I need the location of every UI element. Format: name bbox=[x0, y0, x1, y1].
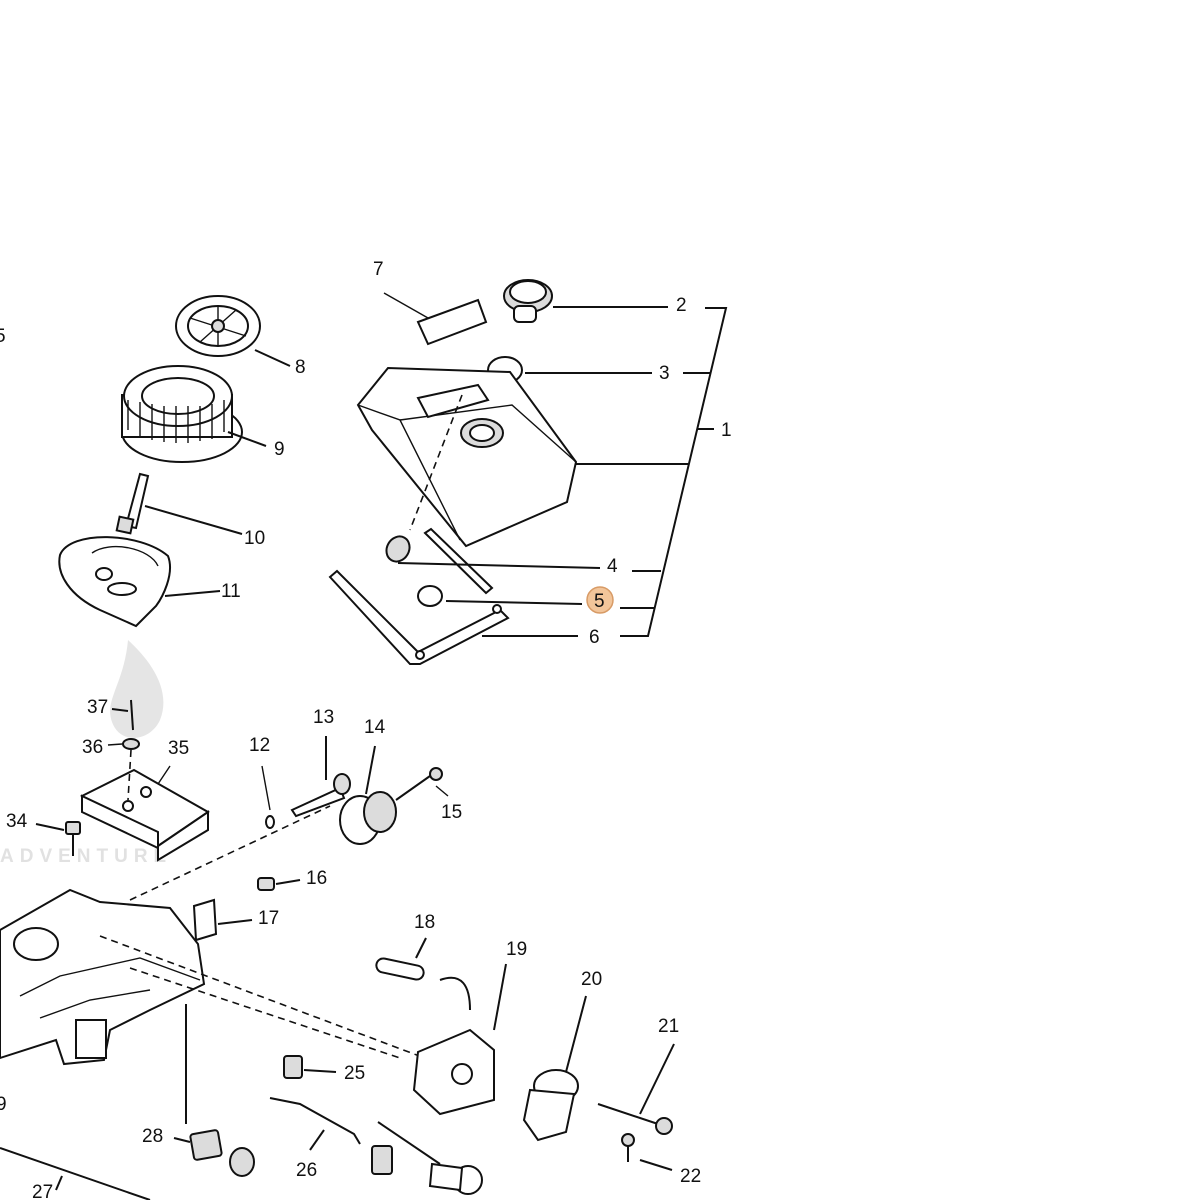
part-20-intake[interactable] bbox=[522, 995, 587, 1142]
part-12-oring[interactable] bbox=[261, 765, 275, 829]
part-5-oring[interactable] bbox=[417, 585, 583, 607]
callout-15: 15 bbox=[441, 802, 462, 823]
part-36-washer[interactable] bbox=[107, 738, 140, 750]
callout-19: 19 bbox=[506, 939, 527, 960]
callout-12: 12 bbox=[249, 735, 270, 756]
part-19-carburetor[interactable] bbox=[412, 963, 507, 1116]
callout-10: 10 bbox=[244, 528, 265, 549]
callout-5: 5 bbox=[594, 591, 605, 612]
callout-7: 7 bbox=[373, 259, 384, 280]
callout-34: 34 bbox=[6, 811, 28, 832]
part-7-label-plate[interactable] bbox=[383, 292, 488, 346]
callout-2: 2 bbox=[676, 295, 687, 316]
part-2-cap[interactable] bbox=[503, 279, 668, 323]
part-35-block[interactable] bbox=[80, 765, 210, 862]
part-8-filter-cover[interactable] bbox=[175, 295, 291, 367]
callout-14: 14 bbox=[364, 717, 386, 738]
part-26-rod[interactable] bbox=[269, 1097, 361, 1151]
part-13-screw[interactable] bbox=[290, 736, 351, 818]
callout-4: 4 bbox=[607, 556, 618, 577]
assembly-bracket bbox=[620, 307, 728, 637]
callout-6: 6 bbox=[589, 627, 600, 648]
callout-22: 22 bbox=[680, 1166, 701, 1187]
part-22-screw[interactable] bbox=[621, 1133, 673, 1171]
callout-edge-left-top: 5 bbox=[0, 326, 6, 347]
part-14-pump[interactable] bbox=[339, 745, 397, 845]
callout-17: 17 bbox=[258, 908, 279, 929]
callout-11: 11 bbox=[221, 581, 241, 602]
callout-3: 3 bbox=[659, 363, 670, 384]
part-21-screw[interactable] bbox=[597, 1043, 675, 1135]
callout-9: 9 bbox=[274, 439, 285, 460]
watermark-text: ADVENTURE bbox=[0, 846, 172, 867]
callout-25: 25 bbox=[344, 1063, 365, 1084]
callout-16: 16 bbox=[306, 868, 327, 889]
callout-13: 13 bbox=[313, 707, 334, 728]
callout-1: 1 bbox=[721, 420, 732, 441]
callout-21: 21 bbox=[658, 1016, 679, 1037]
callout-edge-left-bottom: 9 bbox=[0, 1094, 7, 1115]
part-17-gasket[interactable] bbox=[192, 898, 253, 942]
lower-partial-parts[interactable] bbox=[0, 1121, 483, 1200]
part-5-highlight-marker[interactable] bbox=[586, 586, 614, 614]
callout-36: 36 bbox=[82, 737, 103, 758]
part-16-fitting[interactable] bbox=[257, 877, 301, 891]
callout-37: 37 bbox=[87, 697, 108, 718]
part-10-stud[interactable] bbox=[115, 472, 243, 535]
callout-27: 27 bbox=[32, 1182, 53, 1200]
part-34-bolt[interactable] bbox=[35, 821, 81, 856]
part-4-seal[interactable] bbox=[382, 527, 601, 595]
part-25-grommet[interactable] bbox=[283, 1055, 337, 1079]
part-1-cover[interactable] bbox=[356, 366, 688, 548]
part-37-pin[interactable] bbox=[111, 699, 134, 801]
part-15-screw[interactable] bbox=[395, 767, 449, 801]
part-18-hose[interactable] bbox=[375, 937, 427, 981]
callout-8: 8 bbox=[295, 357, 306, 378]
callout-18: 18 bbox=[414, 912, 435, 933]
callout-20: 20 bbox=[581, 969, 602, 990]
watermark-flame-icon bbox=[110, 640, 164, 738]
part-11-base-plate[interactable] bbox=[58, 536, 221, 628]
part-9-filter-element[interactable] bbox=[121, 365, 267, 463]
callout-35: 35 bbox=[168, 738, 189, 759]
callout-28: 28 bbox=[142, 1126, 163, 1147]
part-6-gasket[interactable] bbox=[328, 569, 578, 665]
callout-26: 26 bbox=[296, 1160, 317, 1181]
watermark: ADVENTURE bbox=[0, 640, 172, 867]
crankcase-housing[interactable] bbox=[0, 805, 431, 1066]
part-28-bracket[interactable] bbox=[173, 1004, 223, 1161]
